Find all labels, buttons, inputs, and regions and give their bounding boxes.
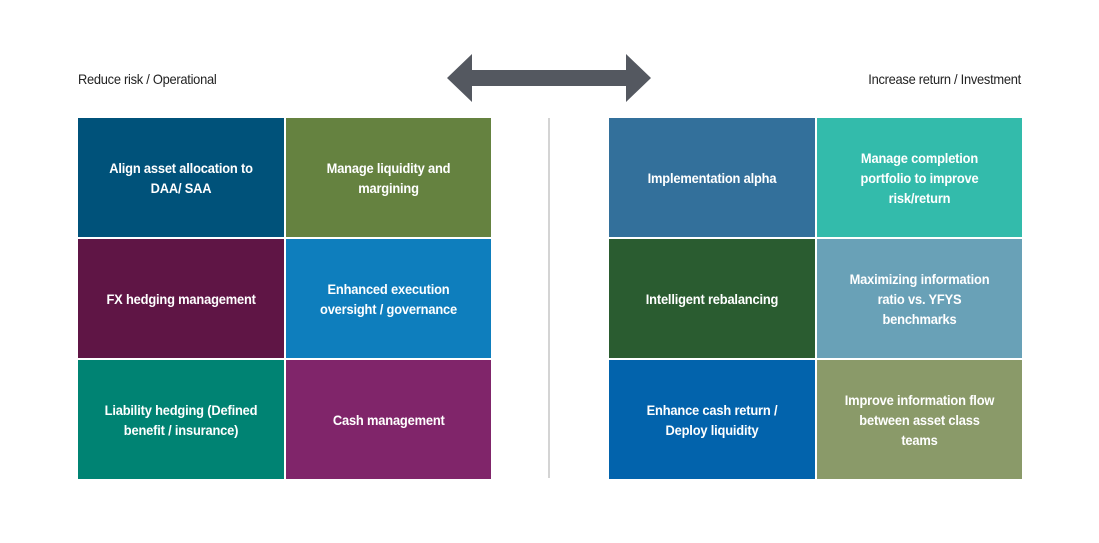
cell-label: Enhance cash return / Deploy liquidity	[646, 401, 778, 438]
cell-label: Cash management	[332, 411, 445, 428]
increase-return-label: Increase return / Investment	[868, 71, 1021, 87]
cell-label: Enhanced execution oversight / governanc…	[320, 280, 457, 317]
cell-label: Implementation alpha	[647, 169, 777, 186]
double-headed-arrow-icon	[447, 54, 651, 102]
cell-label: Intelligent rebalancing	[645, 290, 779, 307]
cell-cash-management: Cash management	[286, 360, 491, 479]
cell-enhanced-execution: Enhanced execution oversight / governanc…	[286, 239, 491, 358]
cell-intelligent-rebalancing: Intelligent rebalancing	[609, 239, 815, 358]
cell-improve-information-flow: Improve information flow between asset c…	[817, 360, 1022, 479]
cell-fx-hedging: FX hedging management	[78, 239, 284, 358]
cell-enhance-cash-return: Enhance cash return / Deploy liquidity	[609, 360, 815, 479]
operational-grid: Align asset allocation to DAA/ SAA Manag…	[78, 118, 491, 479]
cell-label: Align asset allocation to DAA/ SAA	[109, 159, 253, 196]
cell-manage-completion: Manage completion portfolio to improve r…	[817, 118, 1022, 237]
cell-implementation-alpha: Implementation alpha	[609, 118, 815, 237]
cell-align-asset-allocation: Align asset allocation to DAA/ SAA	[78, 118, 284, 237]
arrow-shape	[447, 54, 651, 102]
cell-liability-hedging: Liability hedging (Defined benefit / ins…	[78, 360, 284, 479]
investment-grid: Implementation alpha Manage completion p…	[609, 118, 1022, 479]
cell-label: Improve information flow between asset c…	[844, 391, 995, 448]
cell-label: Manage liquidity and margining	[326, 159, 451, 196]
cell-label: Maximizing information ratio vs. YFYS be…	[849, 270, 990, 327]
cell-label: FX hedging management	[106, 290, 256, 307]
cell-label: Liability hedging (Defined benefit / ins…	[104, 401, 258, 438]
cell-maximizing-information-ratio: Maximizing information ratio vs. YFYS be…	[817, 239, 1022, 358]
center-divider	[548, 118, 550, 478]
cell-manage-liquidity: Manage liquidity and margining	[286, 118, 491, 237]
cell-label: Manage completion portfolio to improve r…	[860, 149, 979, 206]
reduce-risk-label: Reduce risk / Operational	[78, 71, 217, 87]
